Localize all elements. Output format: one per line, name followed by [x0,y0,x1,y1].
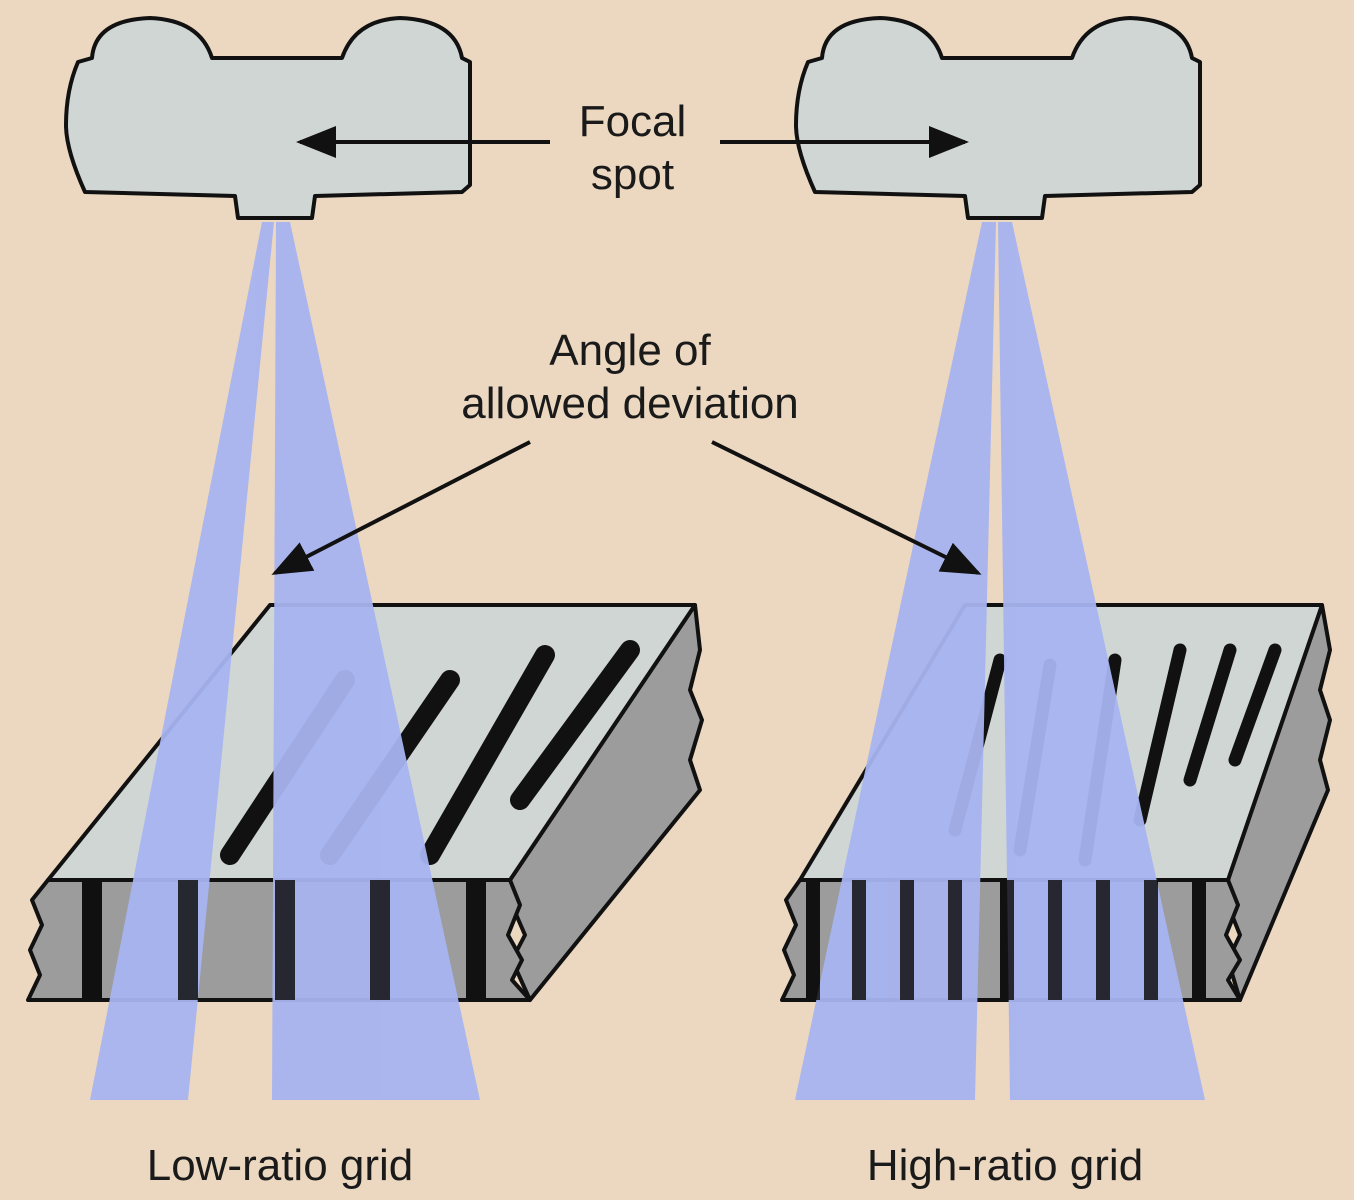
right-xray-tube [794,16,1202,220]
angle-of-deviation-label: Angle of allowed deviation [410,325,850,431]
high-ratio-grid-caption: High-ratio grid [866,1141,1144,1190]
angle-label-line2: allowed deviation [461,378,799,428]
angle-arrow-left [271,440,531,575]
low-beam-left [90,222,274,1100]
low-ratio-grid-caption: Low-ratio grid [146,1141,414,1190]
left-xray-tube [64,16,472,220]
focal-spot-label: Focal spot [540,96,725,202]
angle-label-line1: Angle of [549,326,711,375]
low-ratio-beams [90,222,480,1100]
high-beam-left [795,222,996,1100]
focal-spot-label-line1: Focal [578,97,687,146]
high-grid-side-face [1226,603,1332,1002]
high-grid-front-strips-overlay [806,880,1206,1000]
low-grid-front-strips-overlay [82,880,486,1000]
low-grid-side-face [508,603,704,1002]
focal-spot-label-line2: spot [590,149,675,199]
angle-arrow-right [711,440,982,575]
low-beam-right [272,222,480,1100]
